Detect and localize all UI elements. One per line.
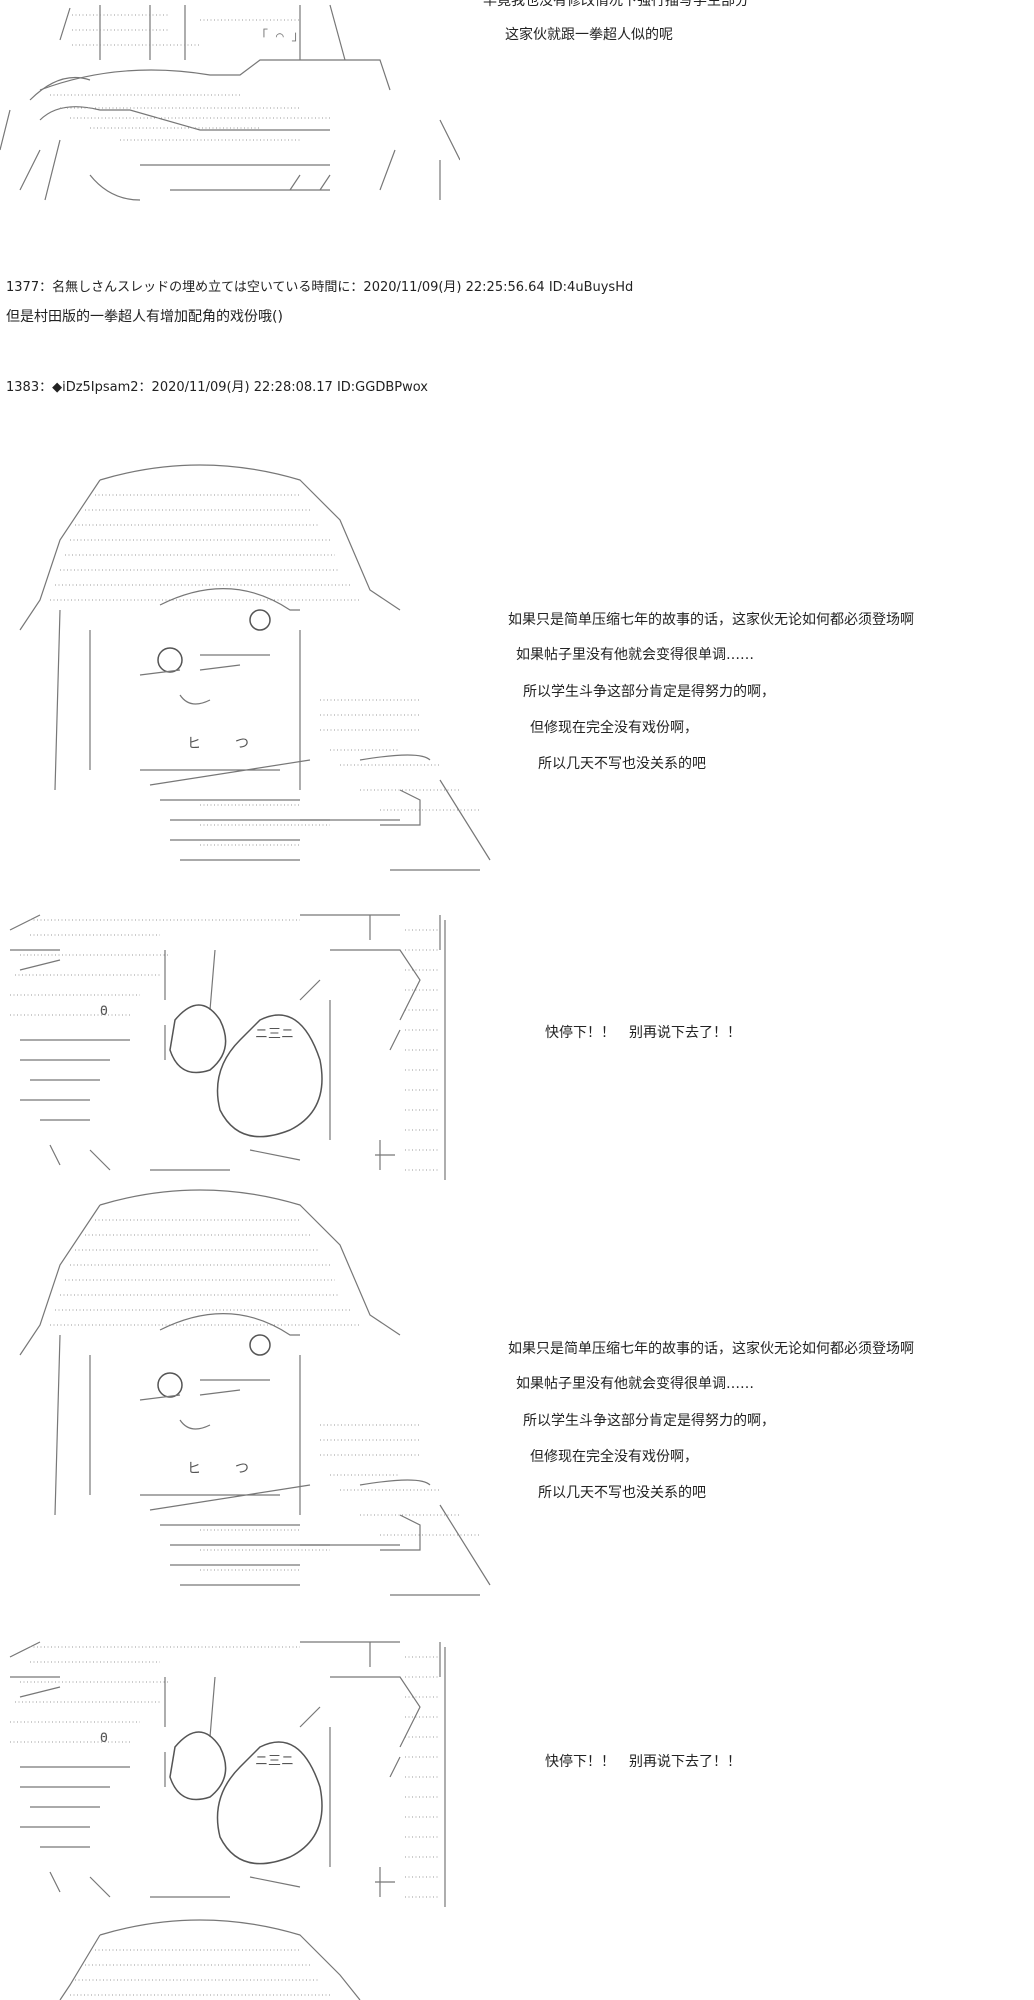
scene-a-line-5: 所以几天不写也没关系的吧 [538,756,706,772]
scene-c-line-4: 但修现在完全没有戏份啊， [530,1449,698,1465]
ascii-art-stop-b: ニ三ニ Θ [0,910,460,1185]
post-body-1377: 但是村田版的一拳超人有增加配角的戏份哦() [6,309,283,325]
top-caption-1: 毕竟我也没有修改情况下强行描写学生部分 [483,0,749,9]
top-caption-2: 这家伙就跟一拳超人似的呢 [505,27,673,43]
scene-c-line-3: 所以学生斗争这部分肯定是得努力的啊， [523,1413,775,1429]
ascii-art-character-c: ヒ つ [0,1185,520,1615]
svg-text:Θ: Θ [100,1731,108,1746]
ascii-art-character-a: ヒ つ [0,460,520,890]
post-header-1383: 1383：◆iDz5Ipsam2：2020/11/09(月) 22:28:08.… [6,380,428,395]
svg-text:つ: つ [235,736,249,752]
scene-c-line-1: 如果只是简单压缩七年的故事的话，这家伙无论如何都必须登场啊 [508,1341,914,1357]
post-header-1377: 1377：名無しさんスレッドの埋め立ては空いている時間に：2020/11/09(… [6,280,634,295]
scene-a-line-1: 如果只是简单压缩七年的故事的话，这家伙无论如何都必须登场啊 [508,612,914,628]
svg-text:ニ三ニ: ニ三ニ [255,1027,294,1042]
scene-a-line-4: 但修现在完全没有戏份啊， [530,720,698,736]
svg-text:つ: つ [235,1461,249,1477]
ascii-art-bottom-partial [0,1915,420,2000]
svg-text:Θ: Θ [100,1004,108,1019]
scene-a-line-3: 所以学生斗争这部分肯定是得努力的啊， [523,684,775,700]
scene-b-line: 快停下！！ 别再说下去了！！ [545,1025,741,1041]
ascii-art-stop-d: ニ三ニ Θ [0,1637,460,1912]
scene-d-line: 快停下！！ 别再说下去了！！ [545,1754,741,1770]
scene-c-line-2: 如果帖子里没有他就会变得很单调…… [516,1376,754,1392]
svg-text:ニ三ニ: ニ三ニ [255,1754,294,1769]
svg-text:ヒ: ヒ [187,736,201,752]
ascii-art-top: 「 ⌒ 」 [0,0,460,240]
scene-a-line-2: 如果帖子里没有他就会变得很单调…… [516,647,754,663]
svg-text:「 ⌒ 」: 「 ⌒ 」 [255,29,304,44]
scene-c-line-5: 所以几天不写也没关系的吧 [538,1485,706,1501]
svg-text:ヒ: ヒ [187,1461,201,1477]
